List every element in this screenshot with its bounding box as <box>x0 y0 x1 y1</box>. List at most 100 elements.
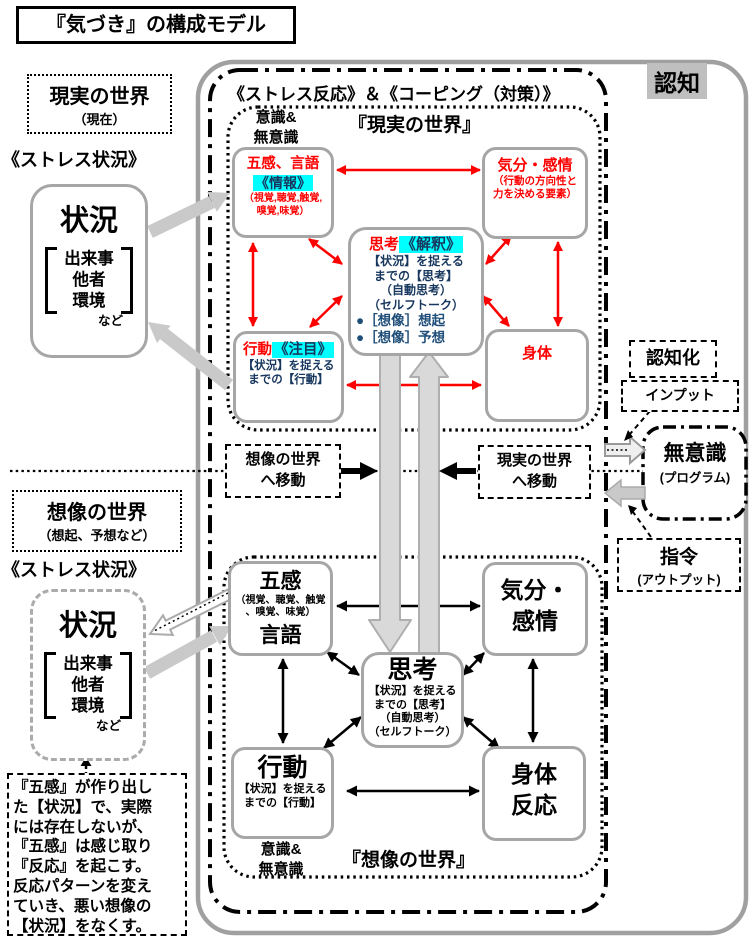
action2-detail: 【状況】を捉える までの【行動】 <box>238 783 327 809</box>
situation-items: 出来事 他者 環境 <box>64 250 114 310</box>
gray-up-arrow <box>409 351 449 659</box>
dashdot-border <box>208 68 608 914</box>
bracket-left <box>45 247 58 314</box>
situation-title-2: 状況 <box>58 610 117 642</box>
situation-to-senses-arrow-shaft <box>147 196 215 238</box>
thought2-detail: 【状況】を捉える までの【思考】 （自動思考） （セルフトーク） <box>368 685 457 738</box>
move-to-reality-box: 現実の世界 へ移動 <box>478 445 591 499</box>
senses-language-box-lower: 五感 （視覚、聴覚、触覚 、嗅覚、味覚） 言語 <box>228 561 333 656</box>
bracket-right <box>120 247 133 314</box>
arrow2-mood-thought <box>462 652 485 676</box>
input-dashed-connector <box>629 410 651 435</box>
situation-items-2: 出来事 他者 環境 <box>63 655 113 715</box>
arrow-mood-thought <box>485 235 512 265</box>
reality-world-label: 現実の世界 <box>49 86 150 108</box>
thought-bullets: ●［想像］想起 ●［想像］予想 <box>356 313 446 345</box>
thought2-label: 思考 <box>387 656 438 684</box>
stress-situation-label-1: 《ストレス状況》 <box>2 150 146 170</box>
action-detail: 【状況】を捉える までの【行動】 <box>242 360 335 386</box>
situation-box-real: 状況 出来事 他者 環境 など <box>30 184 148 358</box>
arrow2-senses-thought <box>326 650 360 677</box>
action-box-lower: 行動 【状況】を捉える までの【行動】 <box>231 747 334 839</box>
senses2-detail: （視覚、聴覚、触覚 、嗅覚、味覚） <box>235 595 326 618</box>
arrow2-thought-action <box>323 716 362 749</box>
attention-highlight: 《注目》 <box>272 342 334 358</box>
imagined-situation-to-senses-arrow-head <box>209 626 232 646</box>
conscious-label-upper: 意識& 無意識 <box>253 109 299 146</box>
command-dashed-connector-head <box>628 505 637 515</box>
unconscious-output-arrow <box>603 478 646 508</box>
reality-world-sub: （現在） <box>73 112 126 127</box>
senses-detail: （視覚,聴覚,触覚, 嗅覚,味覚） <box>243 193 323 217</box>
action2-label: 行動 <box>257 754 308 782</box>
mood-emotion-box-upper: 気分・感情 （行動の方向性と 力を決める要素） <box>482 147 588 239</box>
move-to-imagination-box: 想像の世界 へ移動 <box>225 444 341 498</box>
bracket-left-2 <box>44 652 57 719</box>
page-title-box: 『気づき』の構成モデル <box>16 6 296 44</box>
body-reaction-box-lower: 身体 反応 <box>482 746 586 841</box>
to-reality-arrow-head <box>439 462 457 480</box>
situation-to-senses-arrow-head <box>207 191 230 212</box>
thought-detail: 【状況】を捉える までの【思考】 （自動思考） （セルフトーク） <box>367 254 464 312</box>
imagination-world-label: 想像の世界 <box>47 502 147 524</box>
thought-label: 思考 <box>368 236 399 253</box>
thought-box-upper: 思考《解釈》 【状況】を捉える までの【思考】 （自動思考） （セルフトーク） … <box>348 227 484 356</box>
page-title: 『気づき』の構成モデル <box>46 14 266 36</box>
imagination-world-title: 『想像の世界』 <box>342 850 476 871</box>
language2-label: 言語 <box>259 624 302 647</box>
imagined-situation-to-senses-arrow-shaft <box>143 630 218 679</box>
senses-label: 五感、言語 <box>246 156 320 172</box>
info-highlight: 《情報》 <box>253 175 313 191</box>
thought-box-lower: 思考 【状況】を捉える までの【思考】 （自動思考） （セルフトーク） <box>361 652 464 748</box>
upper-world-dotted-border <box>226 105 602 432</box>
bracket-right-2 <box>119 652 132 719</box>
command-box: 指令 (アウトプット) <box>617 538 741 592</box>
imagination-world-label-box: 想像の世界 （想起、予想など） <box>12 490 182 552</box>
upper-red-arrows <box>248 165 563 390</box>
note-up-arrow-head <box>80 757 92 766</box>
unconscious-box: 無意識 (プログラム) <box>645 437 745 486</box>
action-to-situation-arrow-shaft <box>159 328 234 391</box>
arrow-thought-body <box>482 295 510 327</box>
unconscious-border <box>641 425 748 521</box>
lower-black-arrows <box>277 600 539 797</box>
mood-label: 気分・感情 <box>497 157 573 174</box>
stress-situation-label-2: 《ストレス状況》 <box>2 560 146 580</box>
cognization-box: 認知化 <box>629 340 717 378</box>
situation-title: 状況 <box>59 205 118 237</box>
body-box-upper: 身体 <box>485 329 589 422</box>
to-imagination-arrow-head <box>360 462 378 480</box>
reality-world-title: 『現実の世界』 <box>348 115 482 136</box>
imagination-world-sub: （想起、予想など） <box>38 528 156 543</box>
input-box: インプット <box>621 380 739 412</box>
unconscious-sub: (プログラム) <box>659 471 731 485</box>
command-label: 指令 <box>659 547 698 568</box>
senses2-label: 五感 <box>259 570 302 593</box>
arrow-senses-thought <box>308 238 343 265</box>
command-dashed-connector <box>632 511 652 538</box>
situation-etc-2: など <box>95 719 121 733</box>
arrow2-thought-body <box>462 716 500 749</box>
situation-etc: など <box>97 314 123 328</box>
cognition-badge: 認知 <box>647 63 707 99</box>
mood-detail: （行動の方向性と 力を決める要素） <box>493 175 577 200</box>
action-to-situation-arrow-head <box>148 322 171 343</box>
arrow-thought-action <box>309 295 343 328</box>
senses-to-imagined-situation-dotted-line <box>153 592 229 632</box>
input-dashed-connector-head <box>624 430 633 441</box>
note-box: 『五感』が作り出し た【状況】で、実際 には存在しないが、 『五感』は感じ取り … <box>7 773 187 936</box>
reality-world-label-box: 現実の世界 （現在） <box>27 74 172 134</box>
mood-emotion-box-lower: 気分・ 感情 <box>482 562 588 656</box>
senses-language-box-upper: 五感、言語 《情報》 （視覚,聴覚,触覚, 嗅覚,味覚） <box>232 147 334 238</box>
interpretation-highlight: 《解釈》 <box>399 236 464 253</box>
situation-box-imagined: 状況 出来事 他者 環境 など <box>30 589 146 761</box>
conscious-label-lower: 意識& 無意識 <box>258 841 304 878</box>
action-box-upper: 行動《注目》 【状況】を捉える までの【行動】 <box>233 331 344 423</box>
action-label: 行動 <box>243 342 272 358</box>
gray-down-arrow <box>368 351 412 653</box>
unconscious-label: 無意識 <box>663 442 727 465</box>
lower-world-dotted-border <box>222 555 604 879</box>
command-sub: (アウトプット) <box>637 573 721 587</box>
